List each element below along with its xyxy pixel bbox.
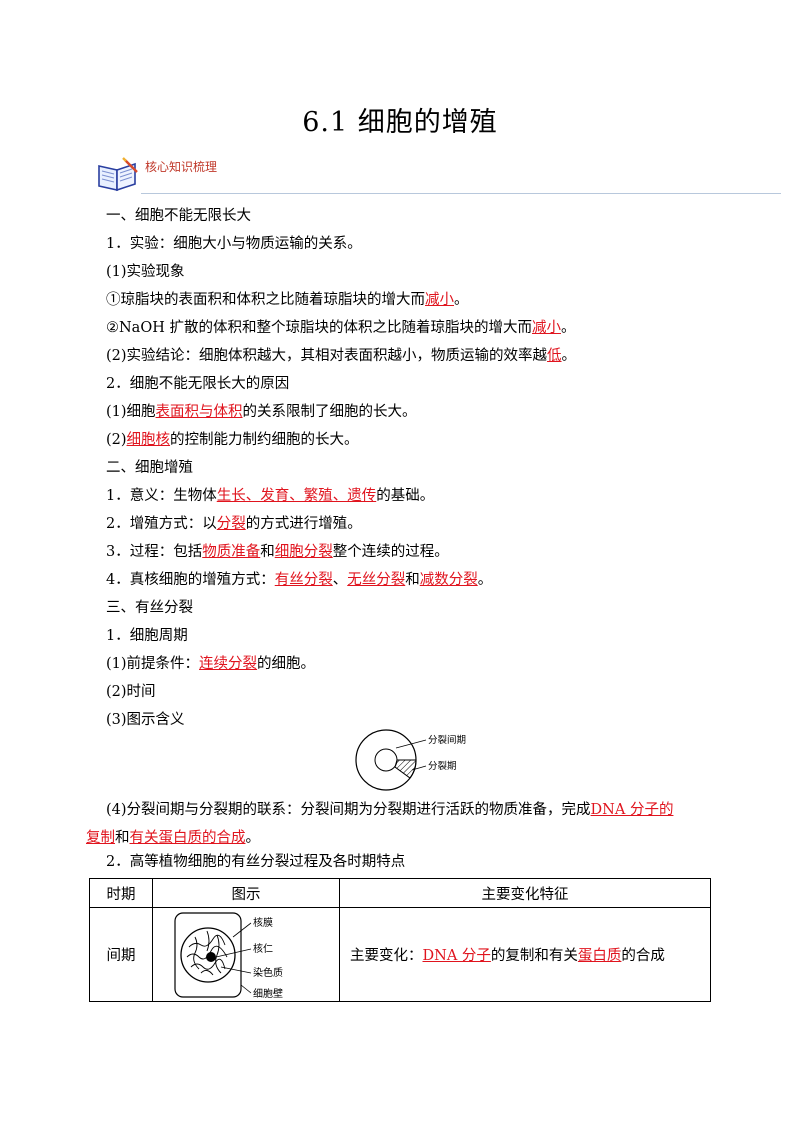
text-line: 4．真核细胞的增殖方式：有丝分裂、无丝分裂和减数分裂。 (106, 572, 493, 588)
text-line: 1．意义：生物体生长、发育、繁殖、遗传的基础。 (106, 488, 435, 504)
answer-blank: DNA 分子 (422, 948, 491, 964)
label-nucleolus: 核仁 (253, 942, 273, 955)
text-line: 1．细胞周期 (106, 628, 188, 644)
answer-blank: 物质准备 (202, 544, 261, 560)
text-line: ②NaOH 扩散的体积和整个琼脂块的体积之比随着琼脂块的增大而减小。 (106, 320, 576, 336)
text-line: (1)前提条件：连续分裂的细胞。 (106, 656, 316, 672)
table-header-row: 时期 图示 主要变化特征 (89, 878, 711, 908)
answer-blank: DNA 分子的 (590, 802, 674, 818)
answer-blank: 减小 (425, 292, 454, 308)
text-line: ①琼脂块的表面积和体积之比随着琼脂块的增大而减小。 (106, 292, 469, 308)
feature-cell: 主要变化：DNA 分子的复制和有关蛋白质的合成 (339, 907, 711, 1002)
text-line: 3．过程：包括物质准备和细胞分裂整个连续的过程。 (106, 544, 449, 560)
answer-blank: 细胞分裂 (274, 544, 333, 560)
answer-blank: 表面积与体积 (155, 404, 243, 420)
answer-blank: 减小 (531, 320, 561, 336)
label-nuclear-membrane: 核膜 (253, 916, 273, 929)
text-line: 2．增殖方式：以分裂的方式进行增殖。 (106, 516, 362, 532)
table-header: 图示 (152, 878, 340, 908)
answer-blank: 蛋白质 (577, 948, 622, 964)
book-icon (98, 157, 138, 192)
label-cell-wall: 细胞壁 (253, 987, 283, 999)
label-interphase: 分裂间期 (428, 734, 466, 746)
text-line: (3)图示含义 (106, 712, 185, 728)
answer-blank: 无丝分裂 (347, 572, 406, 588)
text-line: (1)实验现象 (106, 264, 185, 280)
text-line: (1)细胞表面积与体积的关系限制了细胞的长大。 (106, 404, 417, 420)
label-chromatin: 染色质 (253, 966, 283, 979)
table-header: 时期 (89, 878, 153, 908)
answer-blank: 低 (547, 348, 562, 364)
answer-blank: 生长、发育、繁殖、遗传 (216, 488, 377, 504)
answer-blank: 有关蛋白质的合成 (129, 830, 246, 846)
table-row: 间期 核膜 核仁 (89, 907, 711, 1002)
header-divider (141, 193, 781, 194)
text-line: (2)实验结论：细胞体积越大，其相对表面积越小，物质运输的效率越低。 (106, 348, 577, 364)
text-line: (2)细胞核的控制能力制约细胞的长大。 (106, 432, 359, 448)
mitosis-table: 时期 图示 主要变化特征 间期 (89, 878, 711, 1002)
label-mitosis: 分裂期 (428, 760, 457, 772)
answer-blank: 分裂 (216, 516, 246, 532)
text-line: 2．高等植物细胞的有丝分裂过程及各时期特点 (106, 854, 406, 870)
answer-blank: 有丝分裂 (274, 572, 333, 588)
section-header: 核心知识梳理 (95, 152, 785, 196)
heading-3: 三、有丝分裂 (106, 600, 193, 616)
mitosis-sector (394, 759, 417, 779)
section-header-label: 核心知识梳理 (145, 160, 218, 174)
heading-2: 二、细胞增殖 (106, 460, 193, 476)
text-line: (4)分裂间期与分裂期的联系：分裂间期为分裂期进行活跃的物质准备，完成DNA 分… (106, 802, 674, 818)
figure-cell: 核膜 核仁 染色质 细胞壁 (152, 907, 340, 1002)
answer-blank: 连续分裂 (199, 656, 258, 672)
text-line: 复制和有关蛋白质的合成。 (86, 830, 260, 846)
text-line: (2)时间 (106, 684, 156, 700)
period-cell: 间期 (89, 907, 153, 1002)
page-title: 6.1 细胞的增殖 (302, 107, 498, 138)
text-line: 1．实验：细胞大小与物质运输的关系。 (106, 236, 362, 252)
table-header: 主要变化特征 (339, 878, 711, 908)
answer-blank: 细胞核 (126, 432, 171, 448)
interphase-cell-figure: 核膜 核仁 染色质 细胞壁 (174, 911, 283, 999)
answer-blank: 复制 (86, 830, 115, 846)
cell-cycle-diagram: 分裂间期 分裂期 (355, 729, 466, 791)
text-line: 2．细胞不能无限长大的原因 (106, 376, 290, 392)
heading-1: 一、细胞不能无限长大 (106, 208, 251, 224)
answer-blank: 减数分裂 (419, 572, 478, 588)
